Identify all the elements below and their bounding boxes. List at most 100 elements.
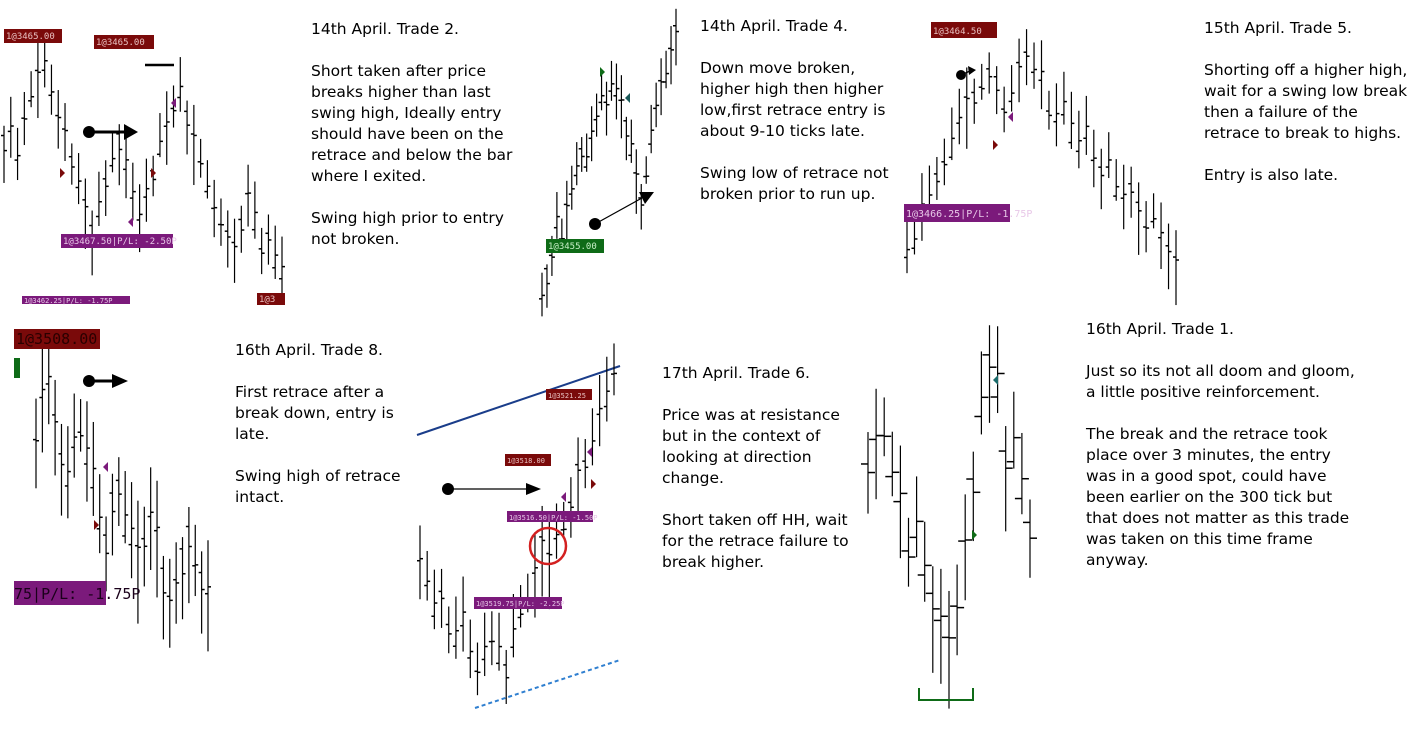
- trade-marker: [600, 67, 605, 77]
- note-line: Price was at resistance: [662, 406, 840, 424]
- swing-low-underline: [918, 688, 974, 701]
- ohlc-bar: [589, 408, 596, 466]
- ohlc-bar: [1105, 132, 1112, 179]
- ohlc-bar: [231, 218, 238, 283]
- ohlc-bar: [154, 480, 161, 598]
- ohlc-bar: [933, 568, 948, 684]
- chart-panel-trade8: [33, 332, 211, 652]
- ohlc-bar: [986, 52, 993, 94]
- note-line: Swing low of retrace not: [700, 164, 889, 182]
- trade-marker: [151, 168, 156, 178]
- ohlc-bar: [198, 551, 205, 634]
- ohlc-bar: [14, 127, 21, 181]
- order-label-trade2-exit-2: 1@3462.25|P/L: -1.75P: [22, 296, 130, 305]
- ohlc-bar: [445, 606, 452, 654]
- ohlc-bar: [618, 75, 625, 139]
- ohlc-bar: [184, 100, 191, 155]
- ohlc-bar: [1060, 71, 1067, 125]
- trade-marker: [587, 447, 592, 457]
- ohlc-bar: [1001, 86, 1008, 133]
- ohlc-bar: [608, 60, 615, 101]
- ohlc-bar: [893, 445, 908, 559]
- note-trade4: 14th April. Trade 4.Down move broken,hig…: [700, 16, 889, 205]
- svg-text:1@3455.00: 1@3455.00: [548, 242, 597, 252]
- ohlc-bar: [1113, 159, 1120, 201]
- ohlc-bar: [1031, 42, 1038, 89]
- ohlc-bar: [238, 205, 245, 253]
- ohlc-bar: [1006, 391, 1021, 469]
- ohlc-bar: [58, 423, 65, 516]
- note-line: late.: [235, 425, 270, 443]
- ohlc-bar: [190, 104, 197, 186]
- note-line: but in the context of: [662, 427, 821, 445]
- trade-marker: [561, 492, 566, 502]
- ohlc-bar: [64, 426, 71, 519]
- note-line: Short taken off HH, wait: [662, 511, 848, 529]
- ohlc-bar: [156, 113, 163, 158]
- order-marker-trade8-green: [14, 358, 20, 378]
- ohlc-bar: [638, 184, 645, 230]
- ohlc-bar: [578, 137, 585, 172]
- ohlc-bar: [34, 42, 41, 119]
- ohlc-bar: [653, 82, 660, 128]
- entry-arrow-trade6: [442, 483, 541, 495]
- ohlc-bar: [177, 57, 184, 112]
- ohlc-bar: [28, 71, 35, 108]
- ohlc-bar: [192, 524, 199, 597]
- ohlc-bar: [452, 596, 459, 659]
- ohlc-bar: [971, 78, 978, 124]
- ohlc-bar: [52, 379, 59, 476]
- note-line: Swing high of retrace: [235, 467, 401, 485]
- order-label-trade8-exit: 75|P/L: -1.75P: [14, 581, 140, 605]
- ohlc-bar: [279, 236, 285, 295]
- ohlc-bar: [1173, 230, 1179, 306]
- svg-text:1@3462.25|P/L: -1.75P: 1@3462.25|P/L: -1.75P: [24, 297, 113, 305]
- ohlc-bar: [251, 181, 258, 239]
- note-line: The break and the retrace took: [1086, 425, 1328, 443]
- ohlc-bar: [611, 343, 617, 396]
- note-title: 17th April. Trade 6.: [662, 364, 810, 382]
- ohlc-bar: [948, 107, 955, 161]
- ohlc-bar: [1053, 83, 1060, 147]
- ohlc-bar: [488, 611, 495, 666]
- ohlc-bar: [496, 612, 503, 671]
- note-line: anyway.: [1086, 551, 1149, 569]
- chart-panel-trade5: [904, 29, 1179, 306]
- svg-text:1@3: 1@3: [259, 295, 275, 305]
- ohlc-bar: [1098, 148, 1105, 210]
- ohlc-bar: [1090, 129, 1097, 188]
- ohlc-bar: [62, 103, 69, 162]
- chart-panel-trade4: [539, 8, 679, 317]
- ohlc-bar: [904, 220, 910, 274]
- ohlc-bar: [173, 542, 180, 624]
- ohlc-bar: [917, 521, 932, 602]
- ohlc-bar: [77, 399, 84, 452]
- svg-text:1@3519.75|P/L: -2.25P: 1@3519.75|P/L: -2.25P: [476, 600, 565, 608]
- note-line: breaks higher than last: [311, 83, 491, 101]
- note-line: should have been on the: [311, 125, 504, 143]
- chart-panel-trade2: [1, 31, 285, 295]
- note-line: been earlier on the 300 tick but: [1086, 488, 1333, 506]
- order-label-trade2-exit-1: 1@3467.50|P/L: -2.50P: [61, 234, 177, 248]
- note-line: for the retrace failure to: [662, 532, 849, 550]
- ohlc-bar: [71, 393, 78, 478]
- ohlc-bar: [941, 138, 948, 186]
- ohlc-bar: [1143, 201, 1150, 253]
- trade-marker: [103, 462, 108, 472]
- note-line: a little positive reinforcement.: [1086, 383, 1320, 401]
- ohlc-bar: [950, 564, 965, 656]
- ohlc-bar: [966, 451, 981, 542]
- ohlc-bar: [109, 473, 116, 556]
- order-label-trade2-exit-3: 1@3: [257, 293, 285, 305]
- note-line: change.: [662, 469, 724, 487]
- note-line: break higher.: [662, 553, 765, 571]
- ohlc-bar: [1120, 164, 1127, 230]
- ohlc-bar: [861, 432, 875, 514]
- ohlc-bar: [128, 482, 135, 579]
- ohlc-bar: [143, 158, 150, 222]
- note-title: 15th April. Trade 5.: [1204, 19, 1352, 37]
- ohlc-bar: [942, 590, 956, 709]
- note-line: place over 3 minutes, the entry: [1086, 446, 1331, 464]
- trade-marker: [128, 217, 133, 227]
- note-title: 16th April. Trade 1.: [1086, 320, 1234, 338]
